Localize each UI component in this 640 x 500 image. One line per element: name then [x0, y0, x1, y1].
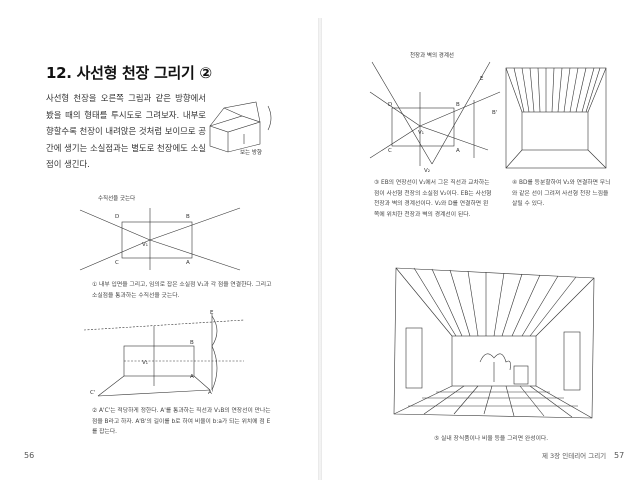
intro-paragraph: 사선형 천장을 오른쪽 그림과 같은 방향에서 봤을 때의 형태를 투시도로 그… [46, 93, 206, 169]
fig3-point-e: E [480, 76, 484, 82]
fig3-point-c: C [388, 148, 392, 154]
fig1-point-d: D [115, 214, 120, 220]
fig2-point-a-prime: A' [208, 390, 214, 396]
fig3-point-v2: V₂ [424, 168, 430, 174]
fig3-point-b-prime: B' [492, 110, 498, 116]
fig2-point-a: A [190, 374, 194, 380]
fig1-top-label: 수직선을 긋는다 [98, 196, 136, 202]
fig2-point-b: B [190, 340, 194, 346]
fig1-point-c: C [115, 260, 119, 266]
fig3-point-d: D [388, 102, 393, 108]
fig3-point-v1: V₁ [418, 130, 424, 136]
thumbnail-label: 보는 방향 [240, 150, 262, 156]
fig2-drawing [83, 314, 245, 397]
fig2-point-e: E [210, 310, 214, 316]
page-number-left: 56 [24, 451, 35, 460]
fig1-point-a: A [186, 260, 190, 266]
book-gutter [318, 18, 322, 480]
fig4-drawing [505, 67, 607, 169]
fig1-drawing [79, 207, 241, 271]
ceiling-direction-thumbnail [209, 101, 272, 153]
fig3-point-a: A [456, 148, 460, 154]
fig3-point-b: B [456, 102, 460, 108]
fig3-drawing [369, 61, 501, 166]
book-spread: 12. 사선형 천장 그리기 ② 사선형 천장을 오른쪽 그림과 같은 방향에서… [10, 18, 630, 480]
fig1-point-v1: V₁ [142, 242, 148, 248]
fig2-point-v1: V₁ [142, 360, 148, 366]
fig3-top-label: 천장과 벽의 경계선 [410, 53, 454, 59]
fig2-point-c-prime: C' [90, 390, 96, 396]
fig1-point-b: B [186, 214, 190, 220]
fig3-caption: ③ EB의 연장선이 V₁에서 그은 직선과 교차하는 점이 사선형 천장의 소… [374, 180, 492, 218]
fig1-caption: ① 내부 입면을 그리고, 임의로 잡은 소실점 V₁과 각 점을 연결한다. … [92, 282, 272, 299]
page-title: 12. 사선형 천장 그리기 ② [46, 64, 212, 82]
fig5-drawing [393, 267, 595, 419]
page-number-right: 57 [614, 451, 625, 460]
fig4-caption: ④ BD를 등분할하여 V₂와 연결하면 무늬와 같은 선이 그려져 사선형 천… [512, 180, 611, 207]
fig5-caption: ⑤ 실내 장식품이나 비율 등을 그리면 완성이다. [434, 436, 549, 442]
right-page: 천장과 벽의 경계선 D B C A V₁ V₂ E B' ③ EB의 연장선이… [322, 18, 630, 480]
running-head: 제 3장 인테리어 그리기 [542, 452, 607, 460]
left-page: 12. 사선형 천장 그리기 ② 사선형 천장을 오른쪽 그림과 같은 방향에서… [10, 18, 318, 480]
fig2-caption: ② A'C'는 적당하게 정한다. A'를 통과하는 직선과 V₁B의 연장선이… [92, 408, 271, 435]
